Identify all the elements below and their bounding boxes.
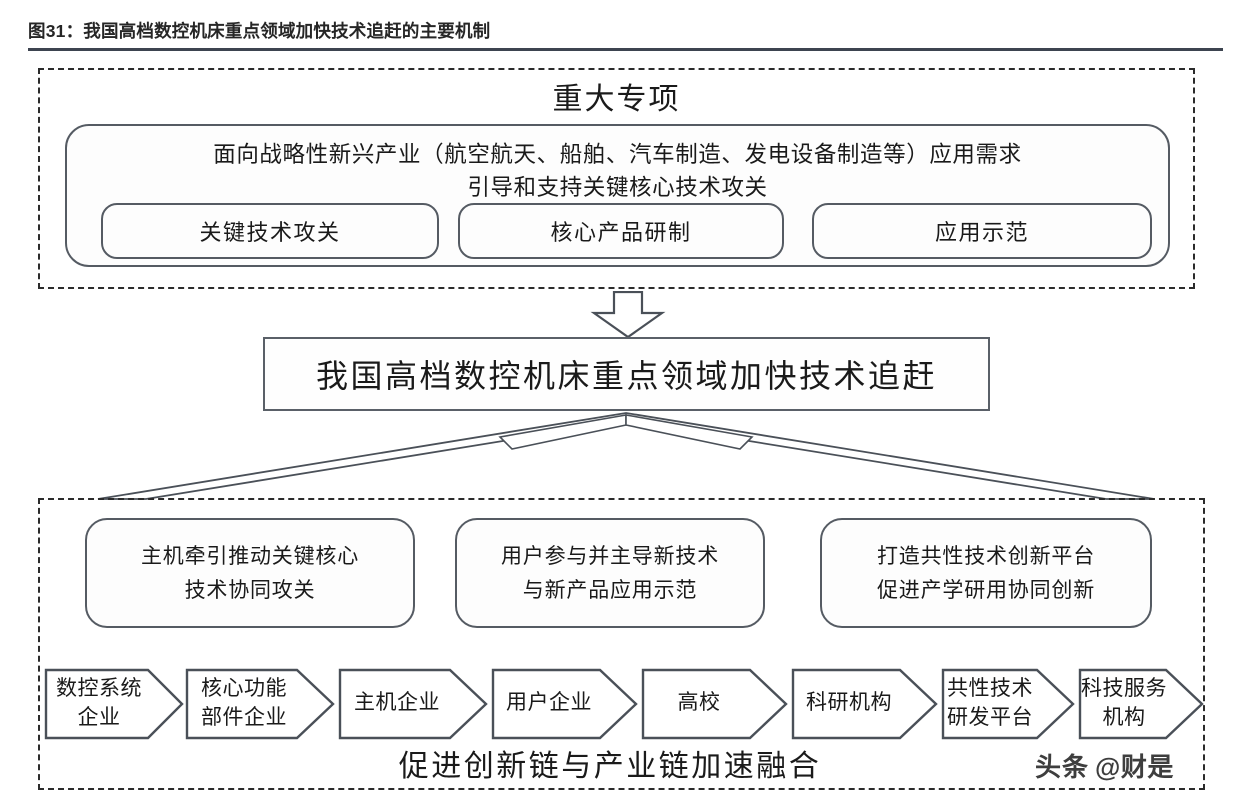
major-project-heading: 重大专项 [552,83,681,116]
fusion-caption: 促进创新链与产业链加速融合 [398,750,822,783]
value-chain-chevrons [44,668,1204,740]
task-box-application-demo[interactable]: 应用示范 [812,203,1152,259]
title-divider [28,48,1223,51]
major-project-region [38,68,1195,289]
watermark: 头条 @财是 [1035,745,1235,785]
task-box-core-product[interactable]: 核心产品研制 [458,203,784,259]
guidance-text: 面向战略性新兴产业（航空航天、船舶、汽车制造、发电设备制造等）应用需求 引导和支… [213,142,1022,200]
chevron-shape [491,668,638,740]
mechanisms-region [38,498,1205,790]
chevron-shape [1078,668,1204,740]
task-box-label: 应用示范 [934,220,1029,245]
task-box-label: 关键技术攻关 [199,220,341,245]
mechanism-box-host-traction[interactable]: 主机牵引推动关键核心 技术协同攻关 [85,518,415,628]
mechanism-box-innovation-platform[interactable]: 打造共性技术创新平台 促进产学研用协同创新 [820,518,1152,628]
converging-up-arrow-icon [97,412,1155,500]
chevron-shape [44,668,184,740]
mechanism-box-user-participation[interactable]: 用户参与并主导新技术 与新产品应用示范 [455,518,765,628]
mechanism-box-label: 用户参与并主导新技术 与新产品应用示范 [501,544,719,602]
page-title: 图31：我国高档数控机床重点领域加快技术追赶的主要机制 [28,21,491,41]
focus-box[interactable]: 我国高档数控机床重点领域加快技术追赶 [263,337,990,411]
chevron-shape [185,668,335,740]
chevron-shape [641,668,788,740]
chevron-shape [791,668,938,740]
focus-box-label: 我国高档数控机床重点领域加快技术追赶 [315,358,937,394]
down-arrow-icon [590,291,666,339]
mechanism-box-label: 主机牵引推动关键核心 技术协同攻关 [141,544,359,602]
mechanism-box-label: 打造共性技术创新平台 促进产学研用协同创新 [877,544,1095,602]
watermark-handle: @财是 [1095,751,1174,782]
task-box-key-technology[interactable]: 关键技术攻关 [101,203,439,259]
chevron-shape [338,668,488,740]
task-box-label: 核心产品研制 [550,220,692,245]
chevron-shape [941,668,1075,740]
figure-title-bar: 图31：我国高档数控机床重点领域加快技术追赶的主要机制 [28,20,1223,54]
watermark-brand: 头条 [1035,751,1090,782]
